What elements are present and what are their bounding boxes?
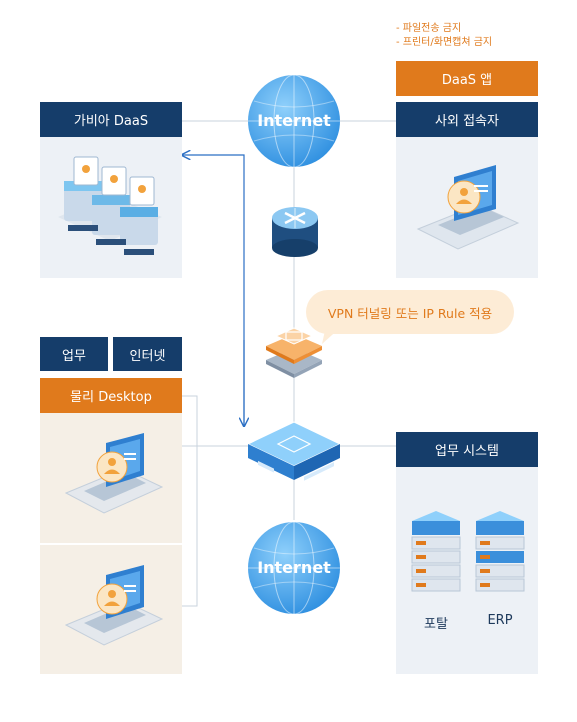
daas-app-label: DaaS 앱 — [396, 61, 538, 96]
erp-server-stack-icon — [475, 511, 525, 592]
outside-user-header: 사외 접속자 — [396, 102, 538, 137]
globe-icon — [248, 74, 340, 168]
globe-icon — [248, 521, 340, 615]
portal-label: 포탈 — [424, 617, 448, 632]
restriction-notes: - 파일전송 금지 - 프린터/화면캡쳐 금지 — [396, 22, 566, 50]
gabia-daas-header: 가비아 DaaS — [40, 102, 182, 137]
vpn-arrow-to-daas — [182, 155, 245, 426]
gabia-daas-panel — [40, 137, 182, 278]
desktop-user-icon — [64, 565, 164, 646]
internet-label-top: Internet — [257, 111, 331, 130]
physical-desktop-header: 물리 Desktop — [40, 378, 182, 413]
internet-globe-top: Internet — [246, 73, 342, 169]
router-icon — [272, 207, 318, 257]
internet-globe-bottom: Internet — [246, 520, 342, 616]
desktop-user-icon — [64, 433, 164, 514]
portal-server-stack-icon — [411, 511, 461, 592]
note-file-transfer: - 파일전송 금지 — [396, 23, 462, 34]
bubble-tail — [322, 326, 342, 344]
laptop-user-icon — [416, 165, 520, 250]
tab-internet[interactable]: 인터넷 — [113, 337, 182, 371]
note-printer-capture: - 프린터/화면캡쳐 금지 — [396, 37, 493, 48]
business-system-header: 업무 시스템 — [396, 432, 538, 467]
internet-label-bottom: Internet — [257, 558, 331, 577]
cloud-server-cluster-icon — [58, 156, 162, 255]
business-system-panel: 포탈 ERP — [396, 467, 538, 674]
physical-desktop-panel-2 — [40, 545, 182, 674]
firewall-appliance-icon — [266, 327, 322, 378]
erp-label: ERP — [487, 613, 513, 628]
tab-work[interactable]: 업무 — [40, 337, 108, 371]
physical-desktop-panel-1 — [40, 413, 182, 543]
outside-user-panel — [396, 137, 538, 278]
network-switch-icon — [246, 421, 342, 481]
